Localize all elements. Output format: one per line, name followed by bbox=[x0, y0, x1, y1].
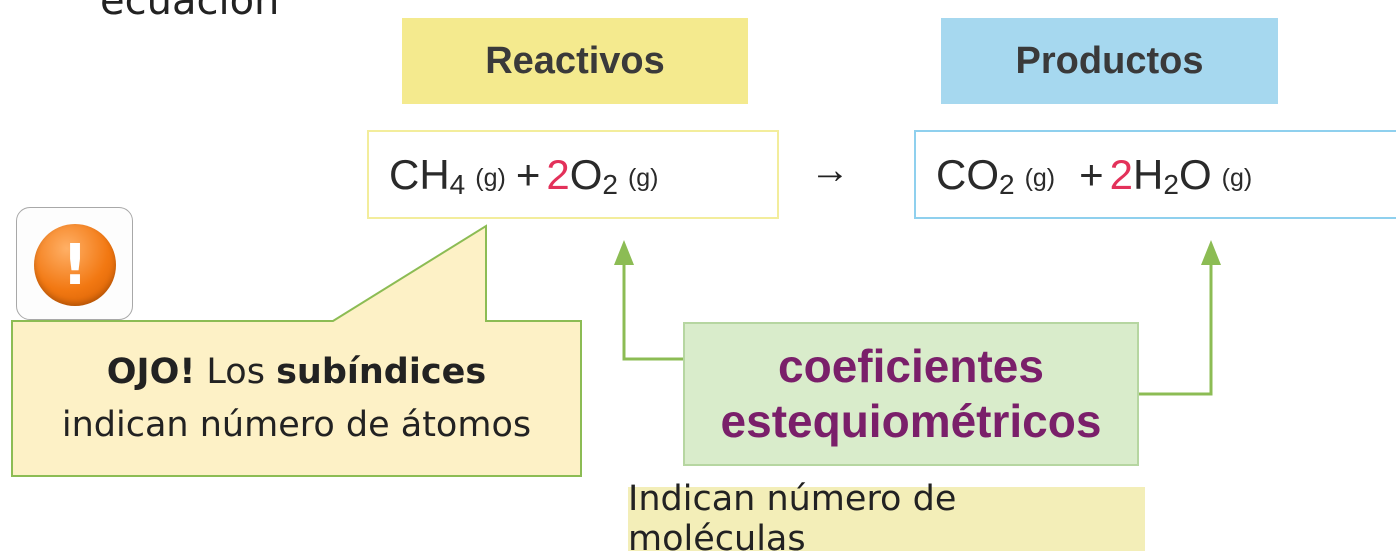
plus-sign: + bbox=[1079, 150, 1104, 198]
formula-co: CO bbox=[936, 150, 999, 198]
subscript: 2 bbox=[602, 168, 618, 200]
state-label: (g) bbox=[1221, 164, 1253, 192]
warning-button: ! bbox=[16, 207, 133, 320]
formula-h: H bbox=[1133, 150, 1164, 198]
formula-o: O bbox=[1178, 150, 1212, 198]
callout-bubble bbox=[11, 224, 582, 477]
arrowhead-right bbox=[1201, 240, 1221, 265]
subscripts-callout: OJO! Los subíndices indican número de át… bbox=[12, 321, 581, 476]
subscript: 4 bbox=[449, 168, 466, 200]
reactants-header: Reactivos bbox=[402, 18, 748, 104]
state-label: (g) bbox=[475, 164, 506, 192]
callout-line-2: indican número de átomos bbox=[61, 404, 532, 445]
subscript: 2 bbox=[999, 168, 1015, 200]
stoichiometric-coefficient: 2 bbox=[1109, 150, 1134, 198]
state-label: (g) bbox=[627, 164, 659, 192]
coefficients-line-2: estequiométricos bbox=[720, 395, 1102, 447]
formula-o: O bbox=[569, 150, 603, 198]
callout-line-1: OJO! Los subíndices bbox=[106, 352, 487, 392]
connector-right bbox=[1139, 262, 1213, 396]
coefficients-label-box: coeficientes estequiométricos bbox=[683, 322, 1139, 466]
connector-left bbox=[622, 262, 683, 361]
title-fragment: ecuación bbox=[100, 0, 280, 24]
formula-ch: CH bbox=[389, 150, 450, 198]
coefficients-line-1: coeficientes bbox=[778, 339, 1044, 392]
products-header: Productos bbox=[941, 18, 1278, 104]
subscript: 2 bbox=[1163, 168, 1179, 200]
state-label: (g) bbox=[1024, 164, 1056, 192]
molecules-note: Indican número de moléculas bbox=[628, 479, 1145, 559]
stoichiometric-coefficient: 2 bbox=[546, 150, 570, 198]
plus-sign: + bbox=[515, 150, 541, 198]
reaction-arrow: → bbox=[810, 148, 850, 192]
exclamation-warning-icon: ! bbox=[34, 224, 116, 306]
arrowhead-left bbox=[614, 240, 634, 265]
